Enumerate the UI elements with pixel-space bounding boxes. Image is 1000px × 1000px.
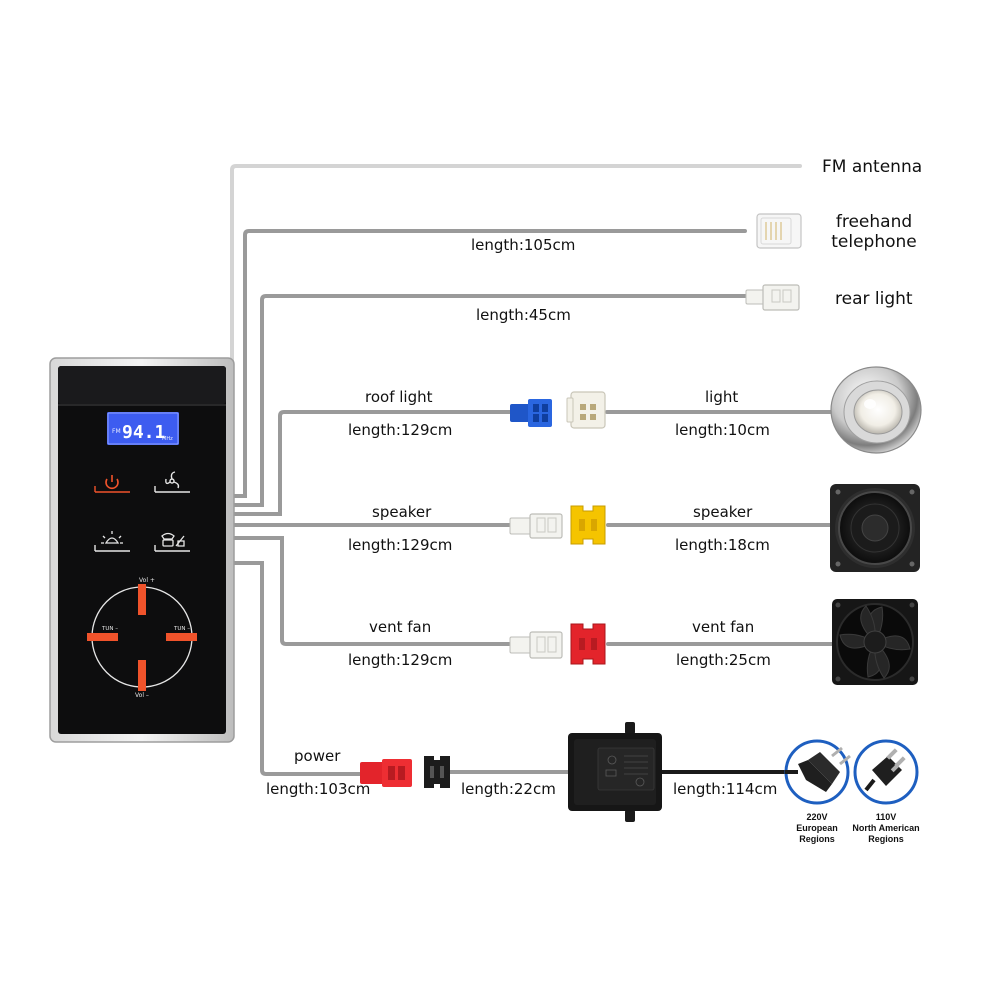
roof-light-wire <box>232 410 514 516</box>
telephone-length: length:105cm <box>471 236 576 254</box>
power-button[interactable] <box>94 475 130 493</box>
power-red-connector <box>360 759 412 787</box>
eu-plug <box>784 739 851 805</box>
vent-fan-right-length: length:25cm <box>676 651 771 669</box>
tune-left-button[interactable] <box>87 633 118 641</box>
roof-light-blue-connector <box>510 399 552 427</box>
volume-tune-dial: Vol + Vol – TUN – TUN – <box>87 577 197 699</box>
vent-fan-left-label: vent fan <box>369 618 432 636</box>
light-label: light <box>705 388 739 406</box>
fan-button[interactable] <box>154 471 190 493</box>
rear-light-label: rear light <box>835 289 913 309</box>
speaker-yellow-connector <box>570 505 606 545</box>
roof-light-label: roof light <box>365 388 433 406</box>
roof-light-length: length:129cm <box>348 421 453 439</box>
eu-plug-caption: 220V European Regions <box>796 812 838 844</box>
power-icon <box>105 478 119 490</box>
control-panel: FM 94.1 MHz <box>49 357 235 743</box>
vol-plus-label: Vol + <box>139 577 155 584</box>
speaker-right-label: speaker <box>693 503 753 521</box>
speaker-right-length: length:18cm <box>675 536 770 554</box>
lcd-display: FM 94.1 MHz <box>107 412 179 445</box>
vent-fan-unit <box>832 599 918 685</box>
roof-light-white-connector <box>566 391 606 429</box>
fan-icon <box>165 471 180 489</box>
tun-left-label: TUN – <box>101 626 118 632</box>
fm-antenna-label: FM antenna <box>822 157 923 177</box>
vent-fan-wire-left <box>232 536 514 646</box>
vent-fan-red-connector <box>570 623 606 665</box>
phone-icon <box>161 532 185 547</box>
speaker-left-label: speaker <box>372 503 432 521</box>
rear-light-wire <box>232 294 750 507</box>
power-black-connector <box>424 756 450 788</box>
tun-right-label: TUN – <box>173 626 190 632</box>
telephone-label-line-1: freehand <box>835 212 913 232</box>
power-length: length:103cm <box>266 780 371 798</box>
power-label: power <box>294 747 341 765</box>
us-plug <box>853 739 919 805</box>
telephone-wire <box>232 229 747 498</box>
speaker-white-connector <box>509 513 563 539</box>
telephone-plug <box>756 213 802 249</box>
lcd-frequency: 94.1 <box>122 422 165 443</box>
light-bulb-icon <box>101 531 123 544</box>
phone-button[interactable] <box>154 532 190 552</box>
lcd-prefix: FM <box>112 428 121 435</box>
rear-light-length: length:45cm <box>476 306 571 324</box>
us-plug-caption: 110V North American Regions <box>852 812 920 844</box>
speaker-left-length: length:129cm <box>348 536 453 554</box>
light-button[interactable] <box>94 531 130 552</box>
rear-light-plug <box>745 284 800 311</box>
vol-minus-label: Vol – <box>135 692 149 699</box>
vent-fan-white-connector <box>509 631 563 659</box>
lcd-unit: MHz <box>162 436 173 442</box>
fm-antenna-wire <box>230 164 802 490</box>
speaker-unit <box>830 484 920 572</box>
light-fixture <box>830 366 922 454</box>
vol-plus-button[interactable] <box>138 584 146 615</box>
vent-fan-left-length: length:129cm <box>348 651 453 669</box>
wires <box>230 164 837 776</box>
adapter-output-length: length:114cm <box>673 780 778 798</box>
vol-minus-button[interactable] <box>138 660 146 691</box>
tune-right-button[interactable] <box>166 633 197 641</box>
vent-fan-right-label: vent fan <box>692 618 755 636</box>
telephone-label-line-2: telephone <box>831 232 917 252</box>
adapter-input-length: length:22cm <box>461 780 556 798</box>
ac-adapter <box>568 722 662 822</box>
light-length: length:10cm <box>675 421 770 439</box>
power-wire <box>232 561 364 776</box>
